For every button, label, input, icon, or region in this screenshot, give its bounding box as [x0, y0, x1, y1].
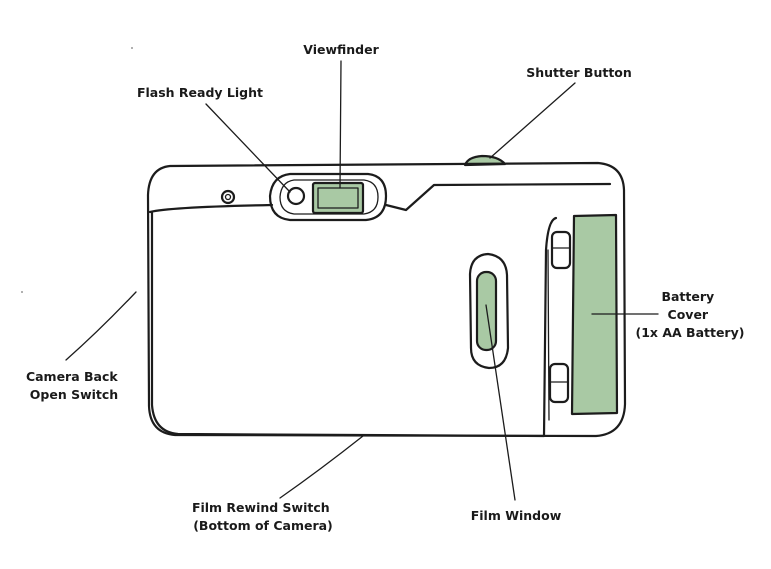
lower-hinge [548, 362, 570, 404]
top-knob [220, 189, 236, 205]
leader-shutter-button [489, 82, 576, 159]
leader-viewfinder [339, 60, 342, 189]
film-window-frame [468, 252, 510, 370]
camera-body-outline [146, 161, 627, 438]
leader-flash-ready-light [205, 103, 291, 193]
viewfinder-housing [268, 172, 388, 222]
label-battery-cover: Battery Cover (1x AA Battery) [636, 289, 745, 340]
label-viewfinder: Viewfinder [303, 42, 379, 57]
top-plate-line [148, 182, 612, 214]
upper-hinge [550, 230, 572, 270]
stray-dot [131, 47, 133, 49]
leader-film-window [485, 304, 516, 501]
camera-back-door [150, 210, 558, 438]
viewfinder-window-inner [317, 187, 359, 209]
label-film-window: Film Window [471, 508, 562, 523]
label-camera-back-open-switch: Camera Back Open Switch [26, 369, 122, 402]
label-flash-ready-light: Flash Ready Light [137, 85, 263, 100]
top-knob-center [224, 193, 232, 201]
side-edge-line [547, 249, 550, 421]
viewfinder-inner-ring [279, 179, 379, 215]
leader-film-rewind-switch [279, 435, 364, 499]
flash-ready-light-shape [286, 186, 306, 206]
viewfinder-window [311, 181, 365, 215]
leader-camera-back-open-switch [65, 291, 137, 361]
stray-dot [21, 291, 23, 293]
label-shutter-button: Shutter Button [526, 65, 632, 80]
label-film-rewind-switch: Film Rewind Switch (Bottom of Camera) [192, 500, 334, 533]
